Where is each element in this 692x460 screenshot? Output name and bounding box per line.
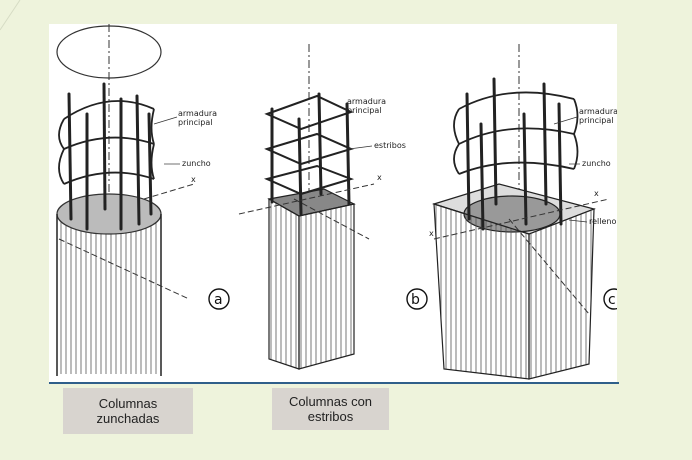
label-b-stirrups: estribos	[374, 141, 406, 150]
caption-divider	[49, 382, 619, 384]
caption-stirrup-columns-text: Columnas con estribos	[288, 394, 373, 424]
column-c-spiral-fill: x x armadura principal zuncho relleno c	[429, 44, 617, 380]
figure-c-badge	[603, 288, 617, 310]
label-c-spiral: zuncho	[582, 159, 611, 168]
figure-b-badge	[406, 288, 428, 310]
figure-a-badge	[208, 288, 230, 310]
figure-c-letter: c	[608, 292, 616, 308]
label-a-spiral: zuncho	[182, 159, 211, 168]
column-a-spiral: x armadura principal zuncho a	[56, 24, 230, 376]
figure-b-letter: b	[411, 292, 420, 308]
figure-a-letter: a	[214, 292, 223, 308]
axis-x-label-c-1: x	[429, 229, 434, 238]
label-b-main-reinforcement-2: principal	[347, 106, 381, 115]
label-c-main-reinforcement-2: principal	[579, 116, 613, 125]
column-diagram: x armadura principal zuncho a	[49, 24, 617, 382]
axis-x-label-c-2: x	[594, 189, 599, 198]
label-a-main-reinforcement-1: armadura	[178, 109, 217, 118]
axis-x-label-b: x	[377, 173, 382, 182]
caption-spiral-columns-text: Columnas zunchadas	[96, 396, 160, 426]
label-c-main-reinforcement-1: armadura	[579, 107, 617, 116]
column-b-stirrups: x armadura principal estribos b	[238, 44, 428, 370]
axis-x-label-a: x	[191, 175, 196, 184]
label-a-main-reinforcement-2: principal	[178, 118, 212, 127]
caption-spiral-columns: Columnas zunchadas	[63, 388, 193, 434]
caption-stirrup-columns: Columnas con estribos	[272, 388, 389, 430]
label-c-fill: relleno	[589, 217, 616, 226]
label-b-main-reinforcement-1: armadura	[347, 97, 386, 106]
